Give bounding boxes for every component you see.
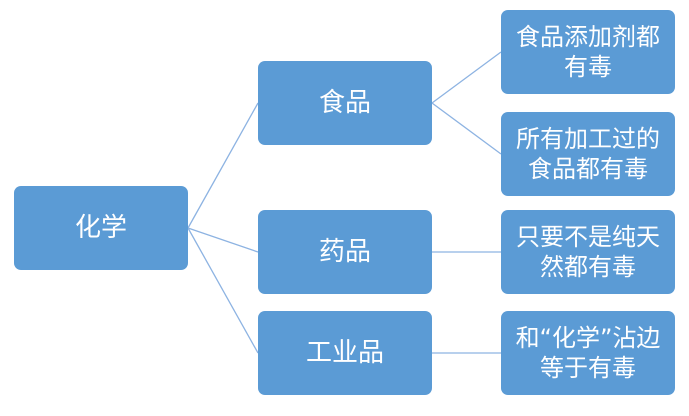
- claim-node-chemical-equals-toxic: 和“化学”沾边等于有毒: [501, 311, 675, 395]
- connector-food-to-claim-2: [431, 102, 502, 155]
- claim-node-label: 食品添加剂都有毒: [516, 23, 660, 81]
- root-node: 化学: [14, 186, 188, 270]
- claim-node-label: 和“化学”沾边等于有毒: [515, 324, 661, 382]
- root-node-label: 化学: [74, 212, 127, 243]
- connector-root-to-medicine: [187, 227, 259, 253]
- category-node-label: 药品: [318, 236, 371, 267]
- connector-root-to-industrial: [187, 227, 259, 354]
- claim-node-food-additives: 食品添加剂都有毒: [501, 10, 675, 94]
- category-node-label: 工业品: [305, 337, 384, 368]
- claim-node-label: 所有加工过的食品都有毒: [516, 125, 660, 183]
- category-node-food: 食品: [258, 61, 432, 145]
- category-node-industrial: 工业品: [258, 311, 432, 395]
- claim-node-label: 只要不是纯天然都有毒: [516, 223, 660, 281]
- claim-node-not-natural: 只要不是纯天然都有毒: [501, 210, 675, 294]
- category-node-medicine: 药品: [258, 210, 432, 294]
- claim-node-processed-food: 所有加工过的食品都有毒: [501, 112, 675, 196]
- connector-food-to-claim-1: [431, 51, 502, 104]
- connector-root-to-food: [187, 102, 259, 229]
- category-node-label: 食品: [318, 87, 371, 118]
